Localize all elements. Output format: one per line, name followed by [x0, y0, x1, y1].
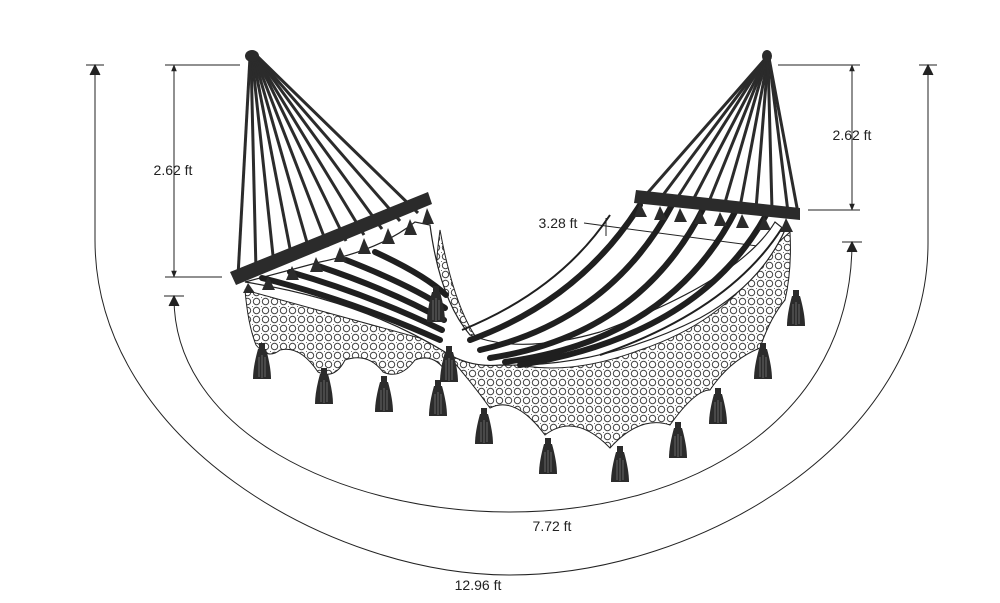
right-spreader-bar: [634, 190, 800, 220]
overall-length-dimension: [86, 63, 937, 576]
bed-length-left-arrow: [168, 294, 180, 307]
right-drop-label: 2.62 ft: [833, 127, 872, 143]
front-lace-skirt: [435, 229, 791, 449]
tassel-icon: [610, 445, 630, 483]
hammock-bed: [244, 221, 786, 367]
bed-length-right-arrow: [846, 240, 858, 253]
bed-length-label: 7.72 ft: [533, 518, 572, 534]
left-ring-icon: [245, 50, 259, 62]
right-drop-dimension: [778, 64, 860, 211]
bed-width-label: 3.28 ft: [539, 215, 578, 231]
tassel-icon: [428, 379, 448, 417]
hammock: [230, 50, 806, 483]
bed-length-dimension: [164, 240, 862, 513]
right-spreader-tassels: [634, 203, 793, 232]
overall-length-left-arrow: [89, 63, 101, 76]
bed-length-arc: [173, 241, 853, 513]
tassel-icon: [474, 407, 494, 445]
overall-length-label: 12.96 ft: [455, 577, 502, 593]
tassel-icon: [668, 421, 688, 459]
left-spreader-bar: [230, 192, 432, 285]
tassel-icon: [538, 437, 558, 475]
tassel-icon: [374, 375, 394, 413]
tassel-icon: [786, 289, 806, 327]
left-drop-label: 2.62 ft: [154, 162, 193, 178]
bed-stripes-thin: [461, 214, 783, 356]
left-drop-dimension: [165, 64, 240, 278]
bed-stripes: [259, 202, 769, 368]
right-suspension-cords: [642, 57, 800, 214]
overall-length-arc: [94, 65, 929, 576]
tassel-icon: [708, 387, 728, 425]
left-spreader-tassels: [243, 208, 434, 293]
left-suspension-cords: [236, 55, 420, 277]
overall-length-right-arrow: [922, 63, 934, 76]
right-ring-icon: [762, 50, 772, 62]
